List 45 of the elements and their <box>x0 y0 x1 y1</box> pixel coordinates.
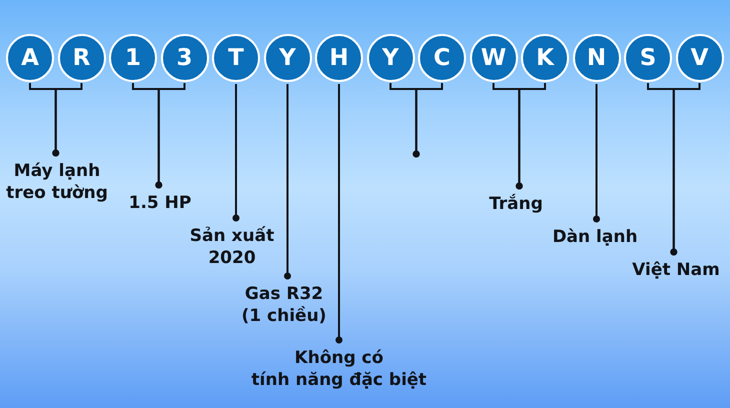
leader-line <box>232 84 240 222</box>
code-meaning: Sản xuất 2020 <box>190 225 274 269</box>
code-meaning: Máy lạnh treo tường <box>6 160 108 204</box>
letter-circle <box>160 34 208 82</box>
code-letter: T <box>228 46 244 70</box>
code-letter: S <box>640 46 656 70</box>
leader-line <box>412 83 443 158</box>
leader-line <box>670 83 700 256</box>
code-letter: C <box>434 46 450 70</box>
leader-line <box>336 84 342 344</box>
code-letter: A <box>21 46 39 70</box>
leader-line <box>155 83 186 188</box>
letter-circle <box>572 34 620 82</box>
letter-circle <box>470 34 518 82</box>
code-letter: 1 <box>124 46 141 70</box>
code-meaning: Không có tính năng đặc biệt <box>251 347 427 391</box>
code-letter: Y <box>382 46 399 70</box>
leader-line <box>52 83 82 156</box>
leader-line <box>593 84 600 222</box>
letter-circle <box>521 34 569 82</box>
code-meaning: Trắng <box>489 193 543 215</box>
letter-circle <box>58 34 106 82</box>
code-meaning: Dàn lạnh <box>552 226 638 248</box>
letter-circle <box>676 34 724 82</box>
code-letter: H <box>329 46 349 70</box>
leader-line <box>284 84 291 280</box>
code-letter: V <box>690 46 708 70</box>
code-letter: W <box>480 46 506 70</box>
letter-circle <box>264 34 312 82</box>
code-letter: N <box>586 46 606 70</box>
letter-circle <box>109 34 157 82</box>
code-meaning: Gas R32 (1 chiều) <box>242 283 326 327</box>
code-letter: Y <box>279 46 296 70</box>
letter-circle <box>418 34 466 82</box>
code-letter: R <box>72 46 90 70</box>
code-letter: 3 <box>176 46 192 70</box>
leader-line <box>516 83 546 190</box>
letter-circle <box>624 34 672 82</box>
letter-circle <box>6 34 54 82</box>
code-meaning: Việt Nam <box>632 259 720 281</box>
code-meaning: 1.5 HP <box>128 192 192 214</box>
letter-circle <box>315 34 363 82</box>
letter-circle <box>366 34 414 82</box>
code-letter: K <box>536 46 554 70</box>
letter-circle <box>212 34 260 82</box>
